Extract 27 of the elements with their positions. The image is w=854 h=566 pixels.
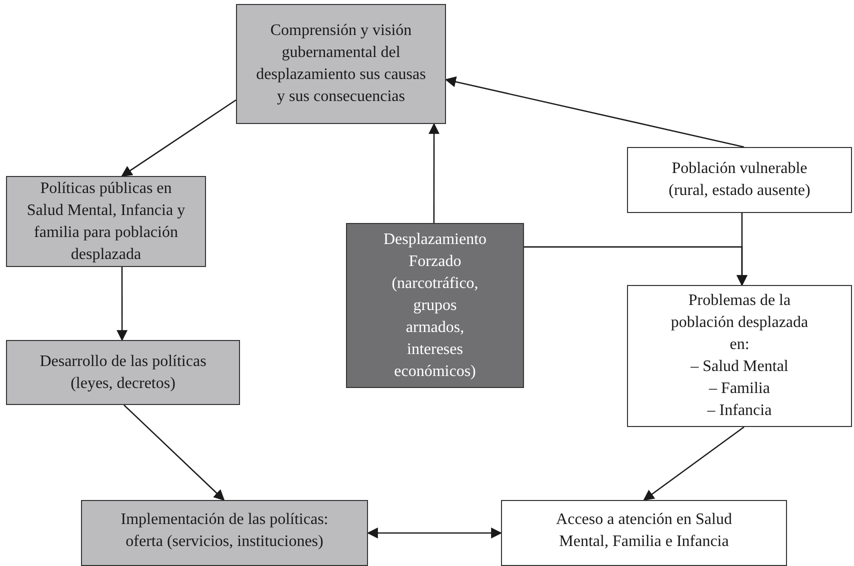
arrow bbox=[116, 267, 128, 342]
process-box bbox=[627, 147, 852, 213]
box-text: – Salud Mental bbox=[690, 357, 788, 377]
process-box bbox=[501, 500, 787, 566]
arrow bbox=[736, 213, 748, 286]
process-box bbox=[6, 176, 206, 267]
process-box bbox=[236, 4, 446, 124]
box-text: Acceso a atención en Salud Mental, Familia e Infancia bbox=[555, 510, 733, 552]
box-text: Desarrollo de las políticas (leyes, decretos) bbox=[38, 352, 208, 394]
arrow bbox=[123, 404, 225, 501]
arrow bbox=[366, 528, 502, 538]
box-text: Problemas de la población desplazada en: bbox=[670, 291, 810, 355]
process-box bbox=[81, 500, 368, 566]
process-box bbox=[627, 285, 852, 427]
box-text: – Infancia bbox=[707, 401, 772, 421]
box-text: Implementación de las políticas: oferta (servicios, instituciones) bbox=[120, 510, 330, 552]
box-text: Políticas públicas en Salud Mental, Infancia y familia para población desplazada bbox=[26, 178, 186, 264]
box-text: Desplazamiento Forzado (narcotráfico, grupos armados, intereses económicos) bbox=[383, 230, 487, 382]
box-text: – Familia bbox=[709, 379, 770, 399]
process-box bbox=[346, 223, 524, 388]
arrow bbox=[428, 122, 440, 223]
process-box bbox=[6, 340, 240, 405]
box-text: Comprensión y visión gubernamental del desplazamiento sus causas y sus consecuencias bbox=[255, 21, 427, 107]
arrow bbox=[643, 426, 744, 501]
arrow bbox=[121, 99, 236, 177]
arrow bbox=[444, 76, 744, 148]
box-text: Población vulnerable (rural, estado ausente) bbox=[668, 159, 812, 201]
